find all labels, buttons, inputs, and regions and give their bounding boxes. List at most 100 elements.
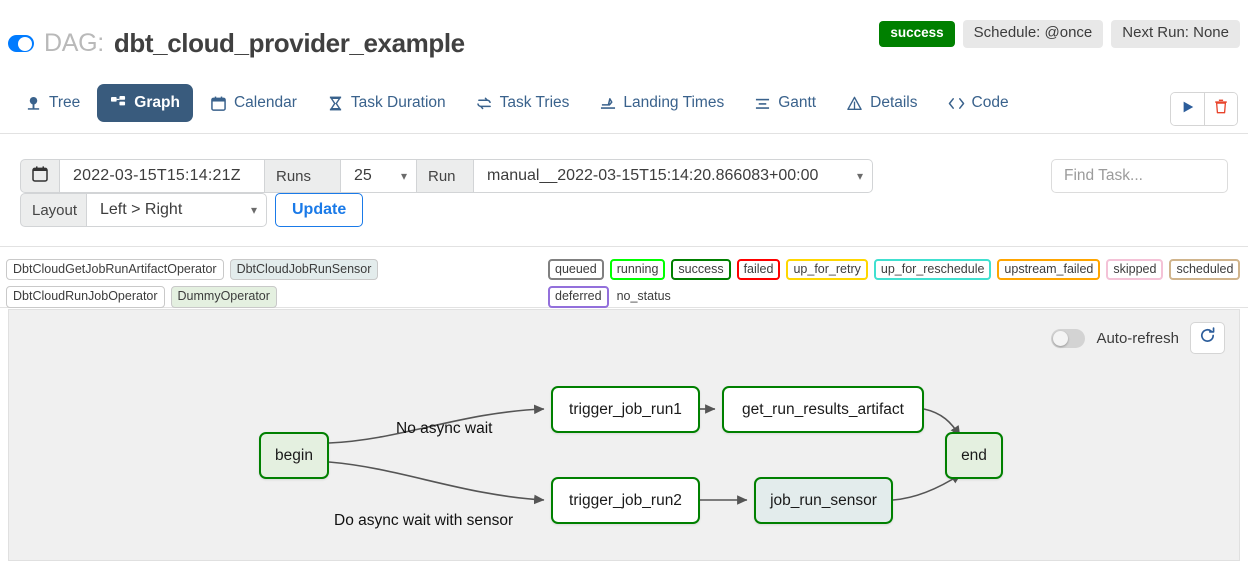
edge-label-do-async-wait: Do async wait with sensor — [334, 512, 514, 529]
task-node-trigger_job_run1[interactable]: trigger_job_run1 — [551, 386, 700, 433]
graph-icon — [110, 95, 127, 112]
graph-toolbar: Auto-refresh — [1051, 322, 1225, 354]
trigger-dag-button[interactable] — [1171, 93, 1204, 125]
task-node-job_run_sensor[interactable]: job_run_sensor — [754, 477, 893, 524]
dag-label: DAG: — [44, 29, 104, 57]
find-task-input[interactable]: Find Task... — [1051, 159, 1228, 193]
hourglass-icon — [327, 95, 344, 112]
tab-details[interactable]: Details — [833, 84, 930, 122]
gantt-icon — [754, 95, 771, 112]
task-node-label: get_run_results_artifact — [742, 400, 904, 418]
auto-refresh-toggle[interactable] — [1051, 328, 1086, 348]
tab-label: Code — [971, 94, 1009, 111]
state-chip-success[interactable]: success — [671, 259, 731, 281]
task-node-label: end — [961, 446, 987, 464]
tab-label: Landing Times — [623, 94, 725, 111]
runs-select[interactable]: 25 ▾ — [341, 159, 417, 193]
retry-icon — [476, 95, 493, 112]
state-legend: queued running success failed up_for_ret… — [548, 259, 1248, 308]
layout-label: Layout — [20, 193, 87, 227]
state-chip-up-for-retry[interactable]: up_for_retry — [786, 259, 868, 281]
tab-tree[interactable]: Tree — [12, 84, 93, 122]
task-node-label: trigger_job_run2 — [569, 491, 682, 509]
tab-label: Task Duration — [350, 94, 446, 111]
operator-chip[interactable]: DbtCloudRunJobOperator — [6, 286, 165, 308]
tab-label: Gantt — [778, 94, 817, 111]
dag-view-tabbar: Tree Graph Calendar Task Duration Task T — [0, 78, 1248, 134]
state-chip-deferred[interactable]: deferred — [548, 286, 609, 308]
tab-calendar[interactable]: Calendar — [197, 84, 310, 122]
refresh-button[interactable] — [1190, 322, 1225, 354]
dag-pause-toggle[interactable] — [8, 35, 34, 52]
state-chip-upstream-failed[interactable]: upstream_failed — [997, 259, 1101, 281]
dag-filter-bar: 2022-03-15T15:14:21Z Runs 25 ▾ Run manua… — [0, 135, 1248, 247]
edge-label-no-async-wait: No async wait — [396, 420, 493, 437]
tab-label: Task Tries — [499, 94, 570, 111]
operator-legend: DbtCloudGetJobRunArtifactOperator DbtClo… — [6, 259, 536, 308]
filter-row-secondary: Layout Left > Right ▾ Update — [20, 193, 364, 227]
task-node-trigger_job_run2[interactable]: trigger_job_run2 — [551, 477, 700, 524]
header-badges: success Schedule: @once Next Run: None — [879, 20, 1240, 48]
tab-code[interactable]: Code — [935, 84, 1022, 122]
runs-label: Runs — [265, 159, 341, 193]
filter-row-primary: 2022-03-15T15:14:21Z Runs 25 ▾ Run manua… — [20, 159, 873, 193]
chevron-down-icon: ▾ — [400, 169, 407, 183]
tab-label: Calendar — [233, 94, 297, 111]
tab-list: Tree Graph Calendar Task Duration Task T — [12, 84, 1022, 122]
tab-gantt[interactable]: Gantt — [741, 84, 829, 122]
play-icon — [1181, 100, 1195, 119]
auto-refresh-label: Auto-refresh — [1096, 329, 1179, 347]
dag-action-buttons — [1170, 92, 1238, 126]
run-select[interactable]: manual__2022-03-15T15:14:20.866083+00:00… — [474, 159, 873, 193]
landing-icon — [599, 95, 616, 112]
trash-icon — [1214, 99, 1228, 119]
operator-chip[interactable]: DbtCloudGetJobRunArtifactOperator — [6, 259, 224, 281]
state-chip-scheduled[interactable]: scheduled — [1169, 259, 1241, 281]
task-node-label: trigger_job_run1 — [569, 400, 682, 418]
layout-select[interactable]: Left > Right ▾ — [87, 193, 267, 227]
tab-landing-times[interactable]: Landing Times — [586, 84, 737, 122]
refresh-icon — [1199, 327, 1216, 349]
run-label: Run — [417, 159, 474, 193]
tab-graph[interactable]: Graph — [97, 84, 193, 122]
chevron-down-icon: ▾ — [856, 169, 863, 183]
task-node-end[interactable]: end — [945, 432, 1003, 479]
task-node-label: begin — [275, 446, 313, 464]
tree-icon — [25, 95, 42, 112]
status-badge[interactable]: success — [879, 20, 955, 47]
calendar-icon — [210, 95, 227, 112]
execution-date-input[interactable]: 2022-03-15T15:14:21Z — [60, 159, 265, 193]
task-node-get_run_results_artifact[interactable]: get_run_results_artifact — [722, 386, 924, 433]
state-chip-queued[interactable]: queued — [548, 259, 604, 281]
update-button[interactable]: Update — [275, 193, 364, 227]
task-node-label: job_run_sensor — [770, 491, 877, 509]
state-chip-up-for-reschedule[interactable]: up_for_reschedule — [873, 259, 992, 281]
dag-graph-panel: Auto-refresh begin trigger_job_run1 — [8, 309, 1240, 561]
next-run-badge: Next Run: None — [1111, 20, 1240, 48]
tab-label: Graph — [134, 94, 180, 111]
operator-chip[interactable]: DbtCloudJobRunSensor — [229, 259, 379, 281]
page-header: DAG: dbt_cloud_provider_example success … — [0, 0, 1248, 72]
triangle-icon — [846, 95, 863, 112]
task-node-begin[interactable]: begin — [259, 432, 329, 479]
state-chip-failed[interactable]: failed — [736, 259, 781, 281]
code-icon — [948, 95, 965, 112]
dag-title: DAG: dbt_cloud_provider_example — [8, 28, 465, 59]
run-select-value: manual__2022-03-15T15:14:20.866083+00:00 — [487, 167, 819, 184]
calendar-icon — [32, 166, 48, 186]
state-chip-skipped[interactable]: skipped — [1106, 259, 1164, 281]
state-chip-no-status[interactable]: no_status — [616, 289, 671, 304]
chevron-down-icon: ▾ — [250, 203, 257, 217]
delete-dag-button[interactable] — [1204, 93, 1237, 125]
tab-label: Details — [870, 94, 918, 111]
tab-task-tries[interactable]: Task Tries — [463, 84, 583, 122]
schedule-badge[interactable]: Schedule: @once — [962, 20, 1104, 48]
state-chip-running[interactable]: running — [609, 259, 666, 281]
execution-date-calendar-button[interactable] — [20, 159, 60, 193]
dag-name: dbt_cloud_provider_example — [113, 28, 465, 58]
operator-chip[interactable]: DummyOperator — [170, 286, 277, 308]
tab-task-duration[interactable]: Task Duration — [314, 84, 459, 122]
graph-legend: DbtCloudGetJobRunArtifactOperator DbtClo… — [0, 248, 1248, 308]
runs-select-value: 25 — [354, 167, 372, 184]
dag-edges — [328, 404, 962, 505]
